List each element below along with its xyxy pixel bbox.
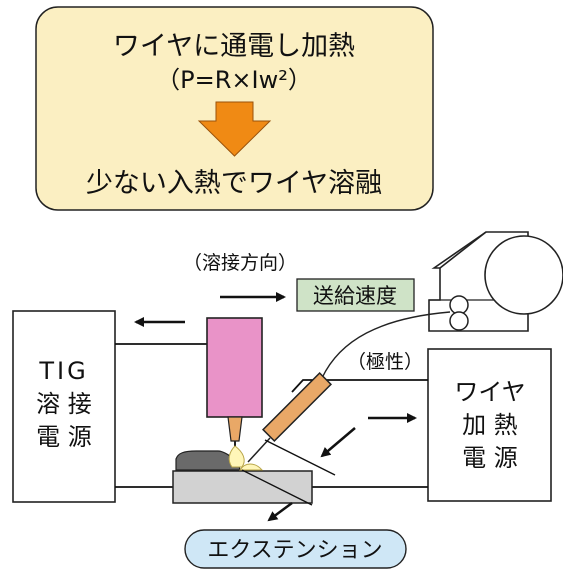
down-arrow-icon (197, 101, 272, 157)
summary-line-1: ワイヤに通電し加熱 (113, 31, 355, 62)
feed-speed-label: 送給速度 (313, 284, 397, 308)
summary-line-3: 少ない入熱でワイヤ溶融 (86, 168, 382, 199)
wire-heating-power-supply: ワイヤ 加 熱 電 源 (427, 348, 552, 502)
tig-torch-icon (206, 317, 263, 468)
wire-nozzle-icon (247, 371, 333, 463)
wire-feed-cable (321, 311, 451, 379)
circuit-wires (115, 343, 428, 488)
polarity-label: （極性） (347, 351, 423, 373)
wire-power-line-1: ワイヤ (454, 378, 525, 406)
wire-spool-icon (428, 231, 563, 332)
extension-label: エクステンション (207, 538, 382, 563)
feed-speed-badge: 送給速度 (296, 278, 415, 312)
tig-power-supply: TIG 溶 接 電 源 (12, 310, 116, 503)
extension-arrow-lower (267, 501, 293, 522)
summary-line-2: （P=R×Iw²） (156, 66, 312, 94)
welding-direction-label: （溶接方向） (183, 252, 297, 274)
summary-box: ワイヤに通電し加熱 （P=R×Iw²） 少ない入熱でワイヤ溶融 (35, 6, 434, 211)
tig-power-line-1: TIG (38, 357, 88, 385)
wire-power-line-3: 電 源 (462, 444, 518, 472)
extension-badge: エクステンション (184, 529, 407, 569)
wire-power-line-2: 加 熱 (462, 411, 518, 439)
extension-arrow-upper (320, 427, 356, 458)
extension-measurement (241, 439, 336, 506)
tig-power-line-2: 溶 接 (36, 390, 92, 418)
tig-power-line-3: 電 源 (36, 423, 92, 451)
